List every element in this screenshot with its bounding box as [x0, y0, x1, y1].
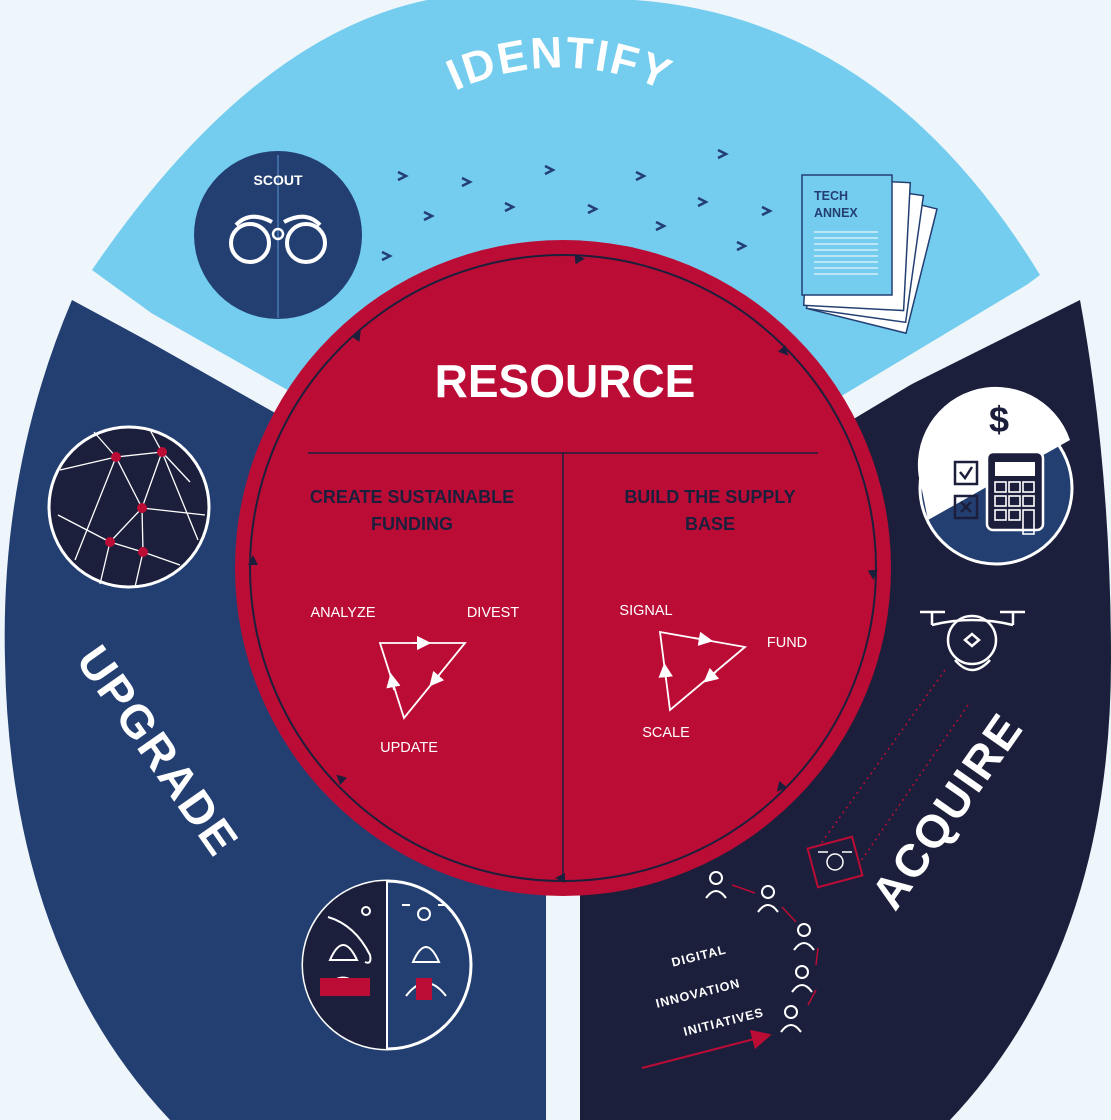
checklist-icon	[953, 460, 979, 520]
cycle-label-fund: FUND	[767, 635, 807, 651]
cycle-label-divest: DIVEST	[467, 605, 520, 621]
binoculars-icon	[229, 214, 327, 264]
gap-identify-acquire	[823, 268, 1067, 430]
tablet-icon	[416, 978, 432, 1000]
network-map-icon	[47, 425, 211, 589]
funding-heading-line2: FUNDING	[371, 514, 453, 534]
gap-upgrade-identify	[68, 273, 307, 424]
cycle-label-update: UPDATE	[380, 740, 438, 756]
funding-heading-line1: CREATE SUSTAINABLE	[310, 487, 514, 507]
cycle-label-analyze: ANALYZE	[310, 605, 375, 621]
laptop-icon	[320, 978, 370, 996]
scout-badge: SCOUT	[194, 151, 362, 319]
supply-heading-line2: BASE	[685, 514, 735, 534]
calculator-badge: $	[917, 386, 1074, 566]
supply-cycle-triangle	[658, 630, 748, 712]
chevron-trail	[381, 148, 773, 262]
drone-icon	[920, 610, 1025, 672]
tech-annex-line2: ANNEX	[814, 206, 858, 220]
funding-cycle-triangle	[378, 635, 467, 720]
resource-title: RESOURCE	[435, 355, 696, 407]
people-icon	[705, 871, 815, 1033]
dollar-sign: $	[989, 399, 1009, 440]
supply-heading-line1: BUILD THE SUPPLY	[624, 487, 795, 507]
drone-photo-icon	[806, 835, 864, 889]
tech-annex-line1: TECH	[814, 189, 848, 203]
document-stack-icon: TECH ANNEX	[801, 174, 938, 335]
cycle-label-signal: SIGNAL	[619, 603, 672, 619]
workers-icon	[301, 879, 473, 1051]
cycle-label-scale: SCALE	[642, 725, 690, 741]
growth-arrow	[641, 1029, 772, 1069]
people-connectors	[731, 884, 819, 1006]
calculator-icon	[985, 450, 1045, 535]
scout-label: SCOUT	[254, 172, 303, 188]
